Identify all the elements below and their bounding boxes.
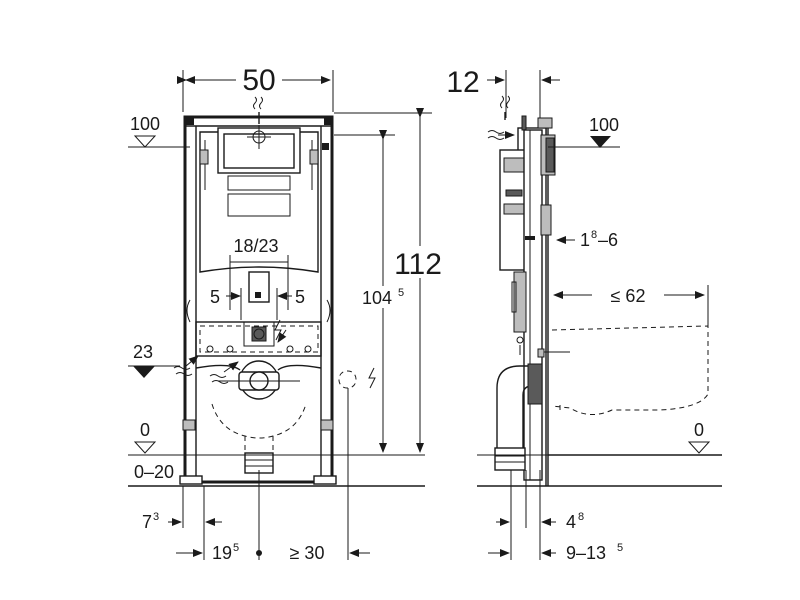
bottom-mid-sup: 5 [233,542,239,554]
water-supply-arrows [173,355,239,384]
inner-height-sup: 5 [398,287,404,299]
side-bottom-top-sup: 8 [578,511,584,523]
wall [545,123,549,486]
bottom-left-sup: 3 [153,511,159,523]
offset-left-label: 5 [210,287,220,307]
wall-hung-bowl [551,325,709,415]
plate-suffix: –6 [598,230,618,250]
side-frame [487,95,556,481]
side-bottom-top-label: 4 [566,512,576,532]
flush-width-dimension [229,255,289,270]
bowl-depth-label: ≤ 62 [611,286,646,306]
plate-sup: 8 [591,229,597,241]
width-dimension [177,70,334,112]
front-view: 50 [128,64,442,563]
side-bottom-range-label: 9–13 [566,543,606,563]
side-bottom-range-sup: 5 [617,542,623,554]
level-0-label: 0 [140,420,150,440]
side-bottom-dimensions [488,470,556,560]
level-23-marker [128,365,180,378]
floor-range-label: 0–20 [134,462,174,482]
side-level-100-marker [548,136,620,148]
level-0-marker [128,441,425,487]
inner-height-label-bg [358,286,406,308]
height-label-bg [398,246,442,278]
bowl-depth-dimension [553,285,709,326]
height-label: 112 [394,248,442,281]
offset-right-label: 5 [295,287,305,307]
drain-outlet [195,360,322,474]
height-dimensions [334,108,432,453]
cistern [199,96,329,273]
side-view: 12 [446,66,722,563]
offset-dimensions [226,288,292,320]
flush-width-label: 18/23 [233,236,278,256]
side-level-100-label: 100 [589,115,619,135]
plate-label: 1 [580,230,590,250]
bottom-left-label: 7 [142,512,152,532]
side-level-0-label: 0 [694,420,704,440]
bottom-crossbar [186,299,331,357]
depth-dimension [487,70,560,118]
electrical-socket-symbol [338,367,376,560]
level-100-marker [128,135,190,148]
flush-pipe [229,262,289,347]
bottom-mid-label: 19 [212,543,232,563]
inner-height-label: 104 [362,288,392,308]
level-23-label: 23 [133,342,153,362]
electrical-symbol-front [274,319,287,343]
depth-label: 12 [446,66,479,99]
width-label: 50 [242,64,275,97]
bottom-right-label: ≥ 30 [290,543,325,563]
side-level-0-marker [477,441,722,487]
bottom-dimensions [168,470,370,560]
drain-pipe [494,348,570,471]
level-100-label: 100 [130,114,160,134]
